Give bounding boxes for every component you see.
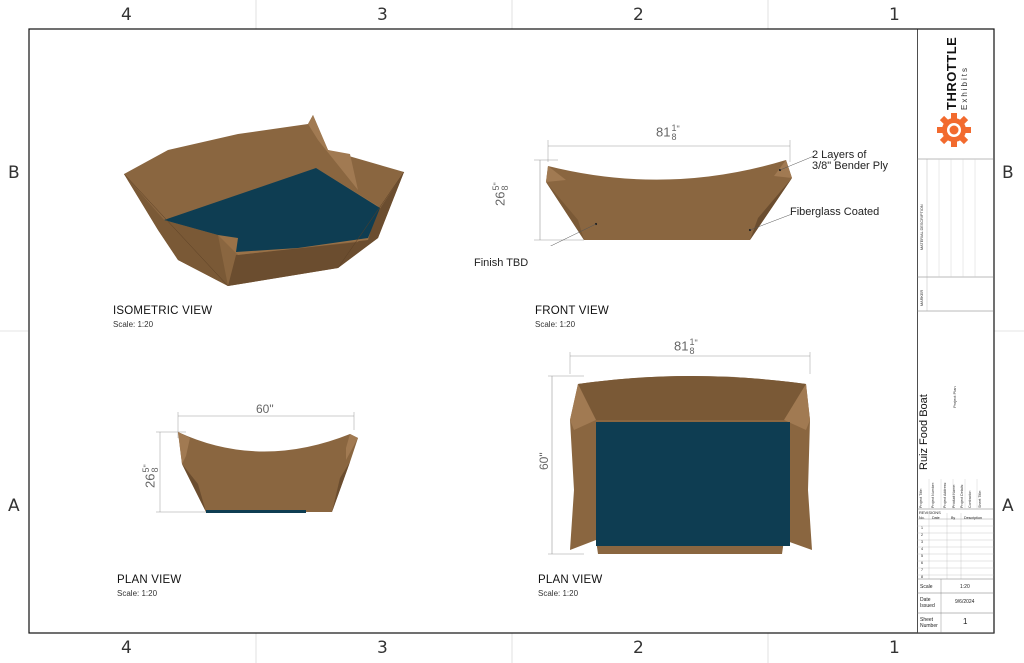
- plan-right-width-whole: 81: [674, 338, 689, 354]
- front-height-unit: ": [492, 182, 502, 186]
- front-width-whole: 81: [656, 124, 671, 140]
- rev-row-3: 3: [921, 540, 923, 544]
- scale-label: Scale: [920, 584, 933, 590]
- gear-icon: [937, 113, 971, 147]
- zone-col-4-bottom: 4: [121, 638, 132, 658]
- plan-left-height-den: 8: [150, 467, 160, 473]
- front-width-den: 8: [671, 132, 677, 142]
- sheet-label-1: Sheet: [920, 617, 934, 623]
- zone-row-a-right: A: [1002, 496, 1014, 516]
- plan-right-width-num: 1: [689, 337, 695, 347]
- field-contractor: Contractor:: [968, 490, 972, 508]
- rev-header-date: Date: [932, 516, 940, 520]
- zone-col-2-top: 2: [633, 5, 644, 25]
- logo-subtitle: Exhibits: [960, 65, 969, 110]
- plan-view-left-title: PLAN VIEW: [117, 574, 182, 586]
- plan-left-height-unit: ": [142, 464, 152, 468]
- zone-col-1-bottom: 1: [889, 638, 900, 658]
- rev-header-by: By: [951, 516, 956, 520]
- isometric-view-title: ISOMETRIC VIEW: [113, 305, 213, 317]
- date-label-1: Date: [920, 597, 931, 603]
- callout-finish: Finish TBD: [474, 257, 529, 269]
- plan-left-width-dimension: 60": [256, 402, 274, 416]
- rev-header-no: No.: [919, 516, 925, 520]
- plan-view-left-scale: Scale: 1:20: [117, 589, 158, 598]
- field-project-number: Project Number:: [931, 482, 935, 508]
- zone-col-2-bottom: 2: [633, 638, 644, 658]
- rev-row-2: 2: [921, 533, 923, 537]
- rev-row-5: 5: [921, 554, 923, 558]
- scale-value: 1:20: [960, 584, 970, 590]
- callout-layers-line1: 2 Layers of: [812, 149, 867, 161]
- zone-col-3-top: 3: [377, 5, 388, 25]
- zone-row-b-left: B: [8, 163, 20, 183]
- project-name: Ruiz Food Boat: [918, 394, 930, 470]
- material-description-label: MATERIAL DESCRIPTION: [920, 204, 924, 250]
- field-product-name: Product Name:: [952, 484, 956, 508]
- zone-col-1-top: 1: [889, 5, 900, 25]
- plan-left-height-whole: 26: [142, 473, 158, 488]
- marker-label: MARKER: [920, 289, 924, 306]
- project-plan-label: Project Plan: [952, 386, 957, 408]
- field-project-address: Project Address:: [943, 481, 947, 508]
- callout-fiberglass: Fiberglass Coated: [790, 206, 880, 218]
- plan-view-left-drawing: [156, 412, 358, 513]
- zone-row-b-right: B: [1002, 163, 1014, 183]
- rev-row-7: 7: [921, 568, 923, 572]
- date-label-2: Issued: [920, 603, 935, 609]
- field-project-title: Project Title:: [919, 488, 923, 508]
- rev-row-8: 8: [921, 575, 923, 579]
- front-view-title: FRONT VIEW: [535, 305, 609, 317]
- rev-row-6: 6: [921, 561, 923, 565]
- plan-view-right-drawing: [548, 352, 812, 555]
- front-view-drawing: [534, 140, 815, 246]
- rev-header-description: Description: [964, 516, 982, 520]
- rev-row-1: 1: [921, 526, 923, 530]
- field-sheet-title: Sheet Title:: [978, 490, 982, 508]
- callout-layers: 2 Layers of 3/8" Bender Ply: [812, 150, 888, 172]
- isometric-view-drawing: [123, 115, 405, 287]
- sheet-value: 1: [963, 617, 968, 626]
- plan-view-right-scale: Scale: 1:20: [538, 589, 579, 598]
- isometric-view-scale: Scale: 1:20: [113, 320, 154, 329]
- plan-right-width-den: 8: [689, 346, 695, 356]
- zone-col-3-bottom: 3: [377, 638, 388, 658]
- front-height-den: 8: [500, 185, 510, 191]
- sheet-label-2: Number: [920, 623, 938, 629]
- rev-row-4: 4: [921, 547, 923, 551]
- date-value: 9/6/2024: [955, 599, 975, 605]
- plan-view-right-title: PLAN VIEW: [538, 574, 603, 586]
- front-width-unit: ": [676, 124, 680, 134]
- zone-col-4-top: 4: [121, 5, 132, 25]
- front-view-scale: Scale: 1:20: [535, 320, 576, 329]
- plan-right-width-unit: ": [694, 338, 698, 348]
- title-block: [917, 29, 994, 633]
- plan-right-height-dimension: 60": [537, 452, 551, 470]
- front-width-num: 1: [671, 123, 677, 133]
- front-height-whole: 26: [492, 191, 508, 206]
- field-project-details: Project Details:: [960, 483, 964, 508]
- zone-row-a-left: A: [8, 496, 20, 516]
- revisions-label: REVISIONS: [919, 510, 941, 515]
- callout-layers-line2: 3/8" Bender Ply: [812, 160, 889, 172]
- logo-wordmark: THROTTLE: [944, 36, 959, 110]
